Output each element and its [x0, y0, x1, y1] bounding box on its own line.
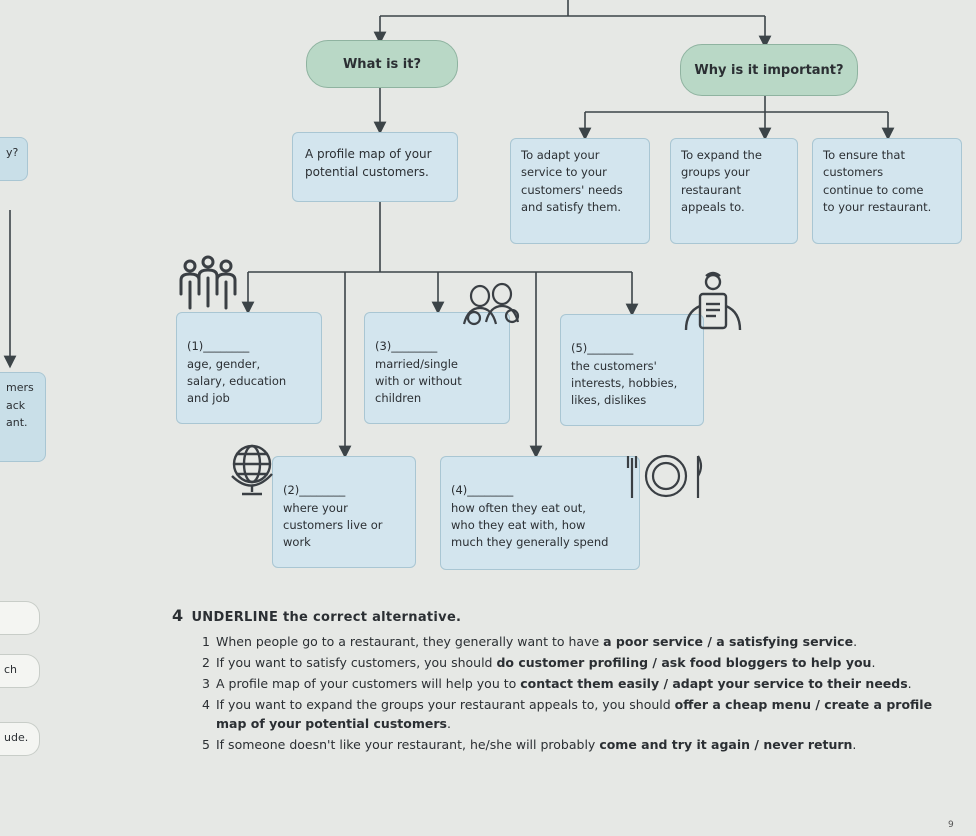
left-edge-text-middle: mers ack ant.: [6, 381, 34, 430]
category-2-heading: (2)________: [283, 483, 346, 498]
item-4-number: 4: [202, 697, 210, 713]
exercise-item-4: 4 If you want to expand the groups your r…: [172, 696, 962, 732]
left-edge-row-3-text: ude.: [4, 731, 29, 744]
category-2-text: where your customers live or work: [283, 500, 383, 550]
category-1-text: age, gender, salary, education and job: [187, 356, 287, 406]
exercise-number: 4: [172, 606, 184, 625]
couple-icon: [462, 282, 520, 326]
item-5-end: .: [852, 736, 857, 752]
category-3-heading: (3)________: [375, 339, 438, 354]
left-edge-row-1: [0, 601, 40, 635]
item-1-number: 1: [202, 634, 210, 649]
category-box-1: (1)________ age, gender, salary, educatio…: [176, 312, 322, 424]
category-4-text: how often they eat out, who they eat wit…: [451, 500, 609, 550]
category-box-4: (4)________how often they eat out, who t…: [440, 456, 640, 570]
item-4-end: .: [446, 715, 451, 731]
item-2-end: .: [871, 655, 876, 671]
item-3-stem: A profile map of your customers will hel…: [216, 676, 521, 692]
reason-box-ensure: To ensure that customers continue to com…: [812, 138, 962, 244]
people-group-icon: [179, 255, 237, 310]
exercise-title: 4 UNDERLINE the correct alternative.: [172, 606, 962, 625]
category-box-5: (5)________the customers' interests, hob…: [560, 314, 704, 426]
item-2-alternatives[interactable]: do customer profiling / ask food blogger…: [496, 655, 872, 671]
customer-menu-icon: [684, 271, 742, 331]
exercise-item-1: 1 When people go to a restaurant, they ge…: [172, 633, 962, 651]
reason-box-expand: To expand the groups your restaurant app…: [670, 138, 798, 244]
item-3-alternatives[interactable]: contact them easily / adapt your service…: [520, 676, 908, 692]
exercise-instruction: UNDERLINE the correct alternative.: [191, 610, 462, 625]
item-2-stem: If you want to satisfy customers, you sh…: [216, 655, 497, 671]
item-5-alternatives[interactable]: come and try it again / never return: [599, 736, 853, 752]
category-box-2: (2)________where your customers live or …: [272, 456, 416, 568]
item-3-number: 3: [202, 676, 210, 692]
item-5-number: 5: [202, 736, 210, 752]
why-important-heading: Why is it important?: [680, 44, 858, 96]
left-edge-row-3: ude.: [0, 722, 40, 756]
definition-box: A profile map of your potential customer…: [292, 132, 458, 202]
exercise-item-2: 2 If you want to satisfy customers, you s…: [172, 654, 962, 672]
exercise-item-5: 5 If someone doesn't like your restaurant…: [172, 736, 962, 754]
item-5-stem: If someone doesn't like your restaurant,…: [216, 736, 600, 752]
category-5-text: the customers' interests, hobbies, likes…: [571, 358, 678, 408]
category-5-heading: (5)________: [571, 341, 634, 356]
item-4-stem: If you want to expand the groups your re…: [216, 697, 675, 713]
left-edge-row-2: ch: [0, 654, 40, 688]
reason-box-adapt: To adapt your service to your customers'…: [510, 138, 650, 244]
exercise-item-3: 3 A profile map of your customers will he…: [172, 675, 962, 693]
left-edge-box-middle: mers ack ant.: [0, 372, 46, 462]
globe-icon: [231, 444, 273, 496]
exercise-items: 1 When people go to a restaurant, they ge…: [172, 633, 962, 754]
category-box-3: (3)________ married/single with or withou…: [364, 312, 510, 424]
left-edge-row-2-text: ch: [4, 663, 18, 676]
page-number: 9: [948, 820, 954, 830]
reason-text-ensure: To ensure that customers continue to com…: [823, 148, 932, 214]
why-important-text: Why is it important?: [694, 62, 844, 78]
category-4-heading: (4)________: [451, 483, 514, 498]
exercise-4: 4 UNDERLINE the correct alternative. 1 Whe…: [172, 606, 962, 757]
left-edge-box-top: y?: [0, 137, 28, 181]
what-is-it-heading: What is it?: [306, 40, 458, 88]
definition-text: A profile map of your potential customer…: [305, 147, 432, 179]
item-1-stem: When people go to a restaurant, they gen…: [216, 634, 604, 649]
plate-cutlery-icon: [626, 454, 703, 498]
reason-text-adapt: To adapt your service to your customers'…: [521, 148, 623, 214]
item-1-end: .: [853, 634, 858, 649]
category-1-heading: (1)________: [187, 339, 250, 354]
reason-text-expand: To expand the groups your restaurant app…: [681, 148, 762, 214]
item-2-number: 2: [202, 655, 210, 671]
what-is-it-text: What is it?: [342, 56, 422, 72]
left-edge-text-top: y?: [6, 146, 19, 159]
item-4-alternatives[interactable]: offer a cheap menu / create a profile ma…: [216, 697, 933, 731]
category-3-text: married/single with or without children: [375, 356, 462, 406]
item-3-end: .: [907, 676, 912, 692]
item-1-alternatives[interactable]: a poor service / a satisfying service: [603, 634, 854, 649]
